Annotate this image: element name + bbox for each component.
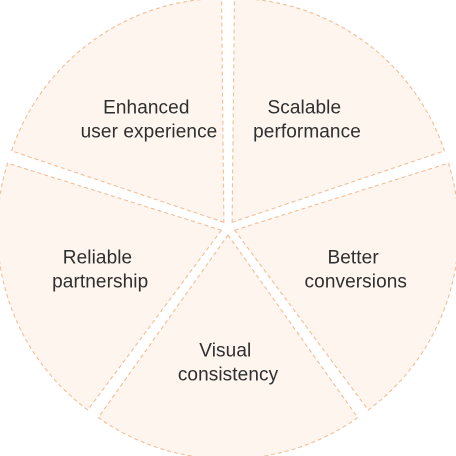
segment-1-line-0: Better	[327, 248, 379, 269]
segment-label-visual-consistency: Visual consistency	[178, 340, 279, 385]
segment-2-line-1: consistency	[178, 364, 279, 385]
segment-label-enhanced-user-experience: Enhanced user experience	[81, 97, 218, 142]
segment-label-scalable-performance: Scalable performance	[253, 97, 361, 142]
segment-0-line-1: performance	[253, 121, 361, 142]
segment-label-reliable-partnership: Reliable partnership	[52, 248, 148, 293]
segment-scalable-performance	[231, 0, 445, 223]
labels-layer: Scalable performance Better conversions …	[52, 97, 407, 385]
segment-2-line-0: Visual	[199, 340, 251, 361]
segment-1-line-1: conversions	[305, 272, 407, 293]
segment-3-line-0: Reliable	[63, 248, 132, 269]
segment-3-line-1: partnership	[52, 272, 148, 293]
segment-reliable-partnership	[0, 162, 222, 411]
segment-label-better-conversions: Better conversions	[305, 248, 407, 293]
segment-0-line-0: Scalable	[267, 97, 341, 118]
segment-enhanced-user-experience	[11, 0, 225, 223]
segment-4-line-0: Enhanced	[103, 97, 189, 118]
segment-4-line-1: user experience	[81, 121, 218, 142]
segment-better-conversions	[234, 162, 456, 411]
segment-visual-consistency	[97, 234, 359, 456]
